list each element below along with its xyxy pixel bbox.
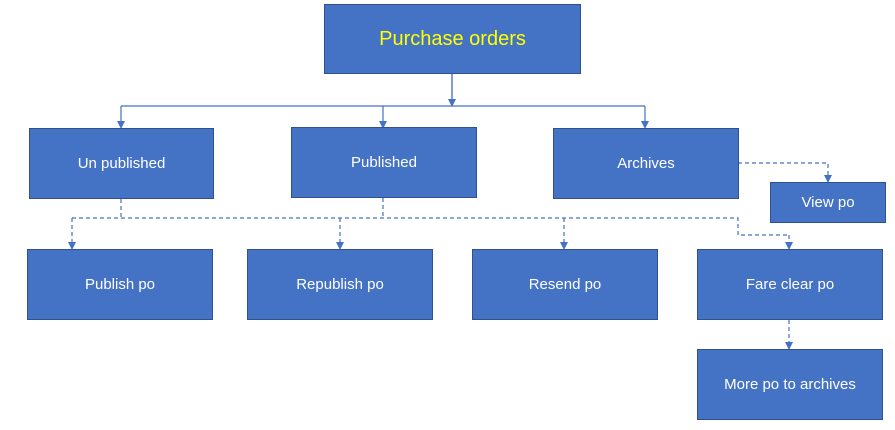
node-archives-label: Archives	[617, 155, 675, 172]
node-publish-po: Publish po	[27, 249, 213, 320]
dashed-connectors	[68, 162, 832, 350]
node-published-label: Published	[351, 154, 417, 171]
node-view-po: View po	[770, 182, 886, 223]
node-published: Published	[291, 127, 477, 198]
node-republish-po-label: Republish po	[296, 276, 384, 293]
edge-dashed-bus	[72, 217, 789, 236]
node-unpublished-label: Un published	[77, 155, 166, 172]
node-more-po-to-archives-label: More po to archives	[724, 376, 856, 393]
node-archives: Archives	[553, 128, 739, 199]
node-resend-po-label: Resend po	[528, 276, 602, 293]
node-unpublished: Un published	[29, 128, 214, 199]
node-more-po-to-archives: More po to archives	[697, 349, 883, 420]
node-fare-clear-po-label: Fare clear po	[745, 276, 835, 293]
node-view-po-label: View po	[801, 194, 855, 211]
edge-archives-to-view-po	[738, 162, 832, 183]
node-fare-clear-po: Fare clear po	[697, 249, 883, 320]
node-purchase-orders: Purchase orders	[324, 4, 581, 74]
node-republish-po: Republish po	[247, 249, 433, 320]
node-publish-po-label: Publish po	[84, 276, 156, 293]
solid-connectors	[117, 74, 649, 129]
node-resend-po: Resend po	[472, 249, 658, 320]
node-purchase-orders-label: Purchase orders	[379, 27, 526, 50]
